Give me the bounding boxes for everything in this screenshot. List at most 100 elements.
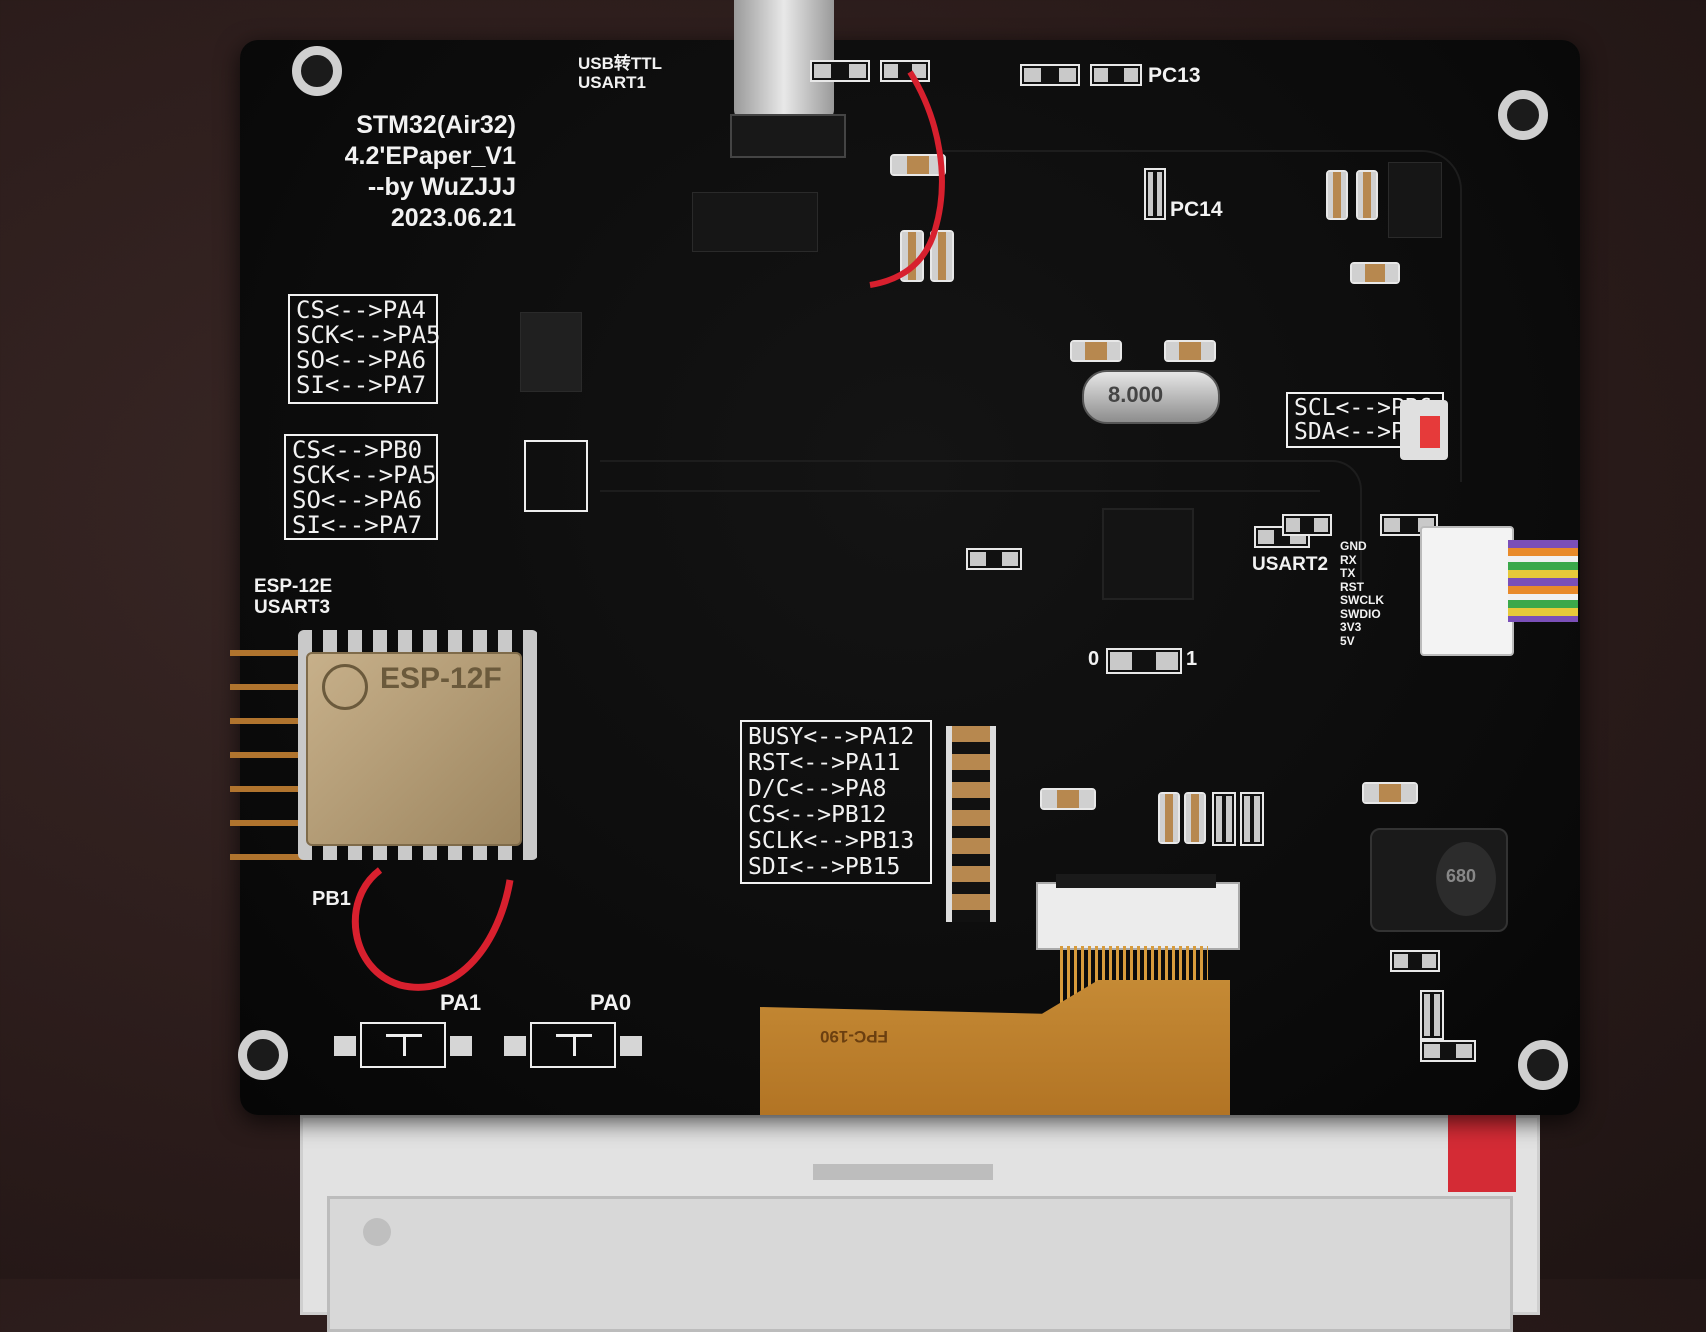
smd-resistor [1020,64,1080,86]
crystal-oscillator: 8.000 [1082,370,1220,424]
esp-label: ESP-12E USART3 [254,576,332,618]
pcb-trace [600,460,1362,582]
debug-header-wires [1508,540,1578,622]
header-pin-tx: TX [1340,566,1356,580]
debug-header-connector[interactable] [1420,526,1514,656]
flash-footprint-empty [524,440,588,512]
epaper-display [300,1115,1540,1332]
flash1-pin-si: SI<-->PA7 [296,371,427,399]
stm32-mcu [1102,508,1194,600]
flash2-pin-sck: SCK<-->PA5 [292,461,437,489]
header-pin-rst: RST [1340,579,1364,594]
epaper-pin-busy: BUSY<-->PA12 [748,724,915,750]
mounting-hole-top-left [292,46,342,96]
esp-label-line-2: USART3 [254,597,331,618]
button-pa0-symbol [556,1034,592,1059]
flex-cable [760,980,1230,1115]
button-pa1-pad-left [334,1036,356,1056]
title-line-3: --by WuZJJJ [367,173,516,201]
smd-resistor [1240,792,1264,846]
flash2-pin-cs: CS<-->PB0 [292,436,423,464]
flash2-pin-si: SI<-->PA7 [292,511,423,539]
button-pa0-stem [573,1036,576,1056]
flash-chip-soic [520,312,582,392]
pcb-board: STM32(Air32) 4.2'EPaper_V1 --by WuZJJJ 2… [230,0,1580,1115]
inductor-label: 680 [1446,866,1477,886]
reset-button[interactable] [1400,400,1448,460]
header-pin-swclk: SWCLK [1340,593,1384,607]
flash1-pin-so: SO<-->PA6 [296,346,427,374]
esp-red-wire [351,867,514,991]
voltage-regulator [1388,162,1442,238]
button-pa1-pad-right [450,1036,472,1056]
header-pin-swdio: SWDIO [1340,606,1381,621]
fpc-label: FPC-190 [820,1027,889,1046]
button-pa0-pad-right [620,1036,642,1056]
flash2-pin-so: SO<-->PA6 [292,486,423,514]
usb-label: USB转TTL USART1 [578,54,662,92]
mounting-hole-top-right [1498,90,1548,140]
smd-resistor [1420,990,1444,1040]
button-pa1-stem [403,1036,406,1056]
smd-resistor [1090,64,1142,86]
pcb-trace [940,150,1462,482]
fpc-connector [1036,882,1240,950]
red-jumper-wire [869,70,945,288]
button-pa0[interactable] [504,1022,642,1068]
smd-capacitor [1356,170,1378,220]
usb-serial-chip [692,192,818,252]
power-inductor: 680 [1370,828,1508,932]
jumper-label-0: 0 [1088,648,1100,670]
mounting-hole-bottom-left [238,1030,288,1080]
epaper-pin-sdi: SDI<-->PB15 [748,854,901,880]
usb-c-body [730,114,846,158]
smd-capacitor [1350,262,1400,284]
fpc-connector-latch [1056,874,1216,888]
epaper-pin-rst: RST<-->PA11 [748,750,901,776]
epaper-pin-sclk: SCLK<-->PB13 [748,828,915,854]
flash1-pin-cs: CS<-->PA4 [296,296,427,324]
label-pa1: PA1 [440,990,482,1015]
label-pc13: PC13 [1148,64,1201,87]
header-pin-5v: 5V [1340,633,1355,648]
smd-resistor [966,548,1022,570]
inductor-core [1436,842,1496,916]
esp-module-text: ESP-12F [380,662,502,695]
smd-capacitor [1158,792,1180,844]
smd-resistor [1390,950,1440,972]
flash-pinout-1: CS<-->PA4 SCK<-->PA5 SO<-->PA6 SI<-->PA7 [288,294,441,404]
label-pb1: PB1 [312,888,351,910]
label-usart2: USART2 [1252,554,1329,575]
usb-label-line-2: USART1 [578,73,647,92]
pcb-trace [600,490,1320,582]
esp-module: ESP-12F [306,652,522,846]
button-pa1[interactable] [334,1022,472,1068]
header-pin-3v3: 3V3 [1340,620,1362,634]
flash1-pin-sck: SCK<-->PA5 [296,321,441,349]
esp-label-line-1: ESP-12E [254,576,333,597]
button-pa0-pad-left [504,1036,526,1056]
smd-capacitor [1326,170,1348,220]
boot-jumper[interactable] [1106,648,1182,674]
smd-resistor [1282,514,1332,536]
epaper-pin-dc: D/C<-->PA8 [748,776,887,802]
button-pa1-symbol [386,1034,422,1059]
header-pin-gnd: GND [1340,539,1367,553]
jumper-label-1: 1 [1186,648,1198,670]
reset-button-cap[interactable] [1420,416,1440,448]
smd-capacitor [1070,340,1122,362]
header-pin-rx: RX [1340,552,1357,567]
smd-resistor [880,60,930,82]
title-line-2: 4.2'EPaper_V1 [344,142,516,170]
smd-capacitor [1362,782,1418,804]
smd-capacitor [1184,792,1206,844]
label-pc14: PC14 [1170,198,1223,221]
smd-resistor [1144,168,1166,220]
header-pin-labels: GND RX TX RST SWCLK SWDIO 3V3 5V [1340,539,1384,648]
flash-pinout-2: CS<-->PB0 SCK<-->PA5 SO<-->PA6 SI<-->PA7 [284,434,438,540]
board-title: STM32(Air32) 4.2'EPaper_V1 --by WuZJJJ 2… [330,110,516,234]
label-pa0: PA0 [590,990,632,1015]
title-line-1: STM32(Air32) [356,111,516,139]
smd-resistor [810,60,870,82]
mounting-hole-bottom-right [1518,1040,1568,1090]
